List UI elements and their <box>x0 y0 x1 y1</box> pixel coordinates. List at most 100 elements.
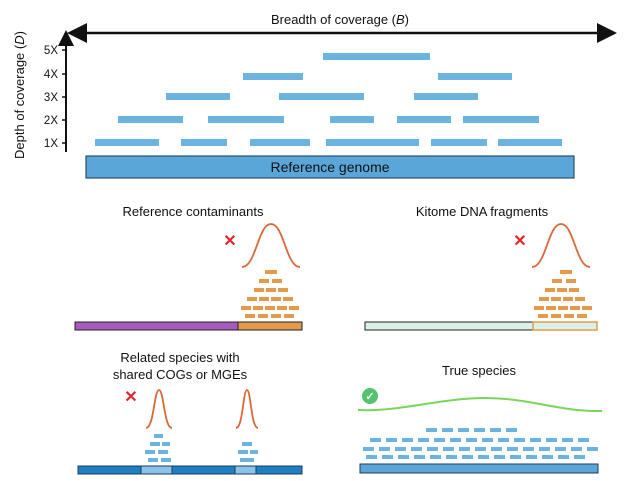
read-segment <box>542 455 553 459</box>
read-segment <box>278 288 288 292</box>
blue-read-stack <box>145 434 258 462</box>
read-segment <box>557 288 567 292</box>
read-segment <box>414 455 425 459</box>
read-segment <box>563 297 573 301</box>
read-segment <box>498 438 509 442</box>
read-segment <box>265 306 275 310</box>
read-segment <box>118 116 183 123</box>
read-segment <box>238 450 248 454</box>
true-species-genome-bar <box>359 463 599 474</box>
read-segment <box>566 279 576 283</box>
read-segment <box>571 447 582 451</box>
read-segment <box>530 438 541 442</box>
reference-genome-rect <box>85 155 575 179</box>
read-segment <box>474 428 485 432</box>
read-segment <box>326 139 419 146</box>
shared-region-highlight <box>140 465 173 475</box>
read-segment <box>398 455 409 459</box>
contaminated-region-bar <box>237 321 303 331</box>
read-segment <box>539 297 549 301</box>
tick-label-3x: 3X <box>44 92 58 104</box>
check-mark: ✓ <box>365 391 374 403</box>
panel-title: Kitome DNA fragments <box>416 204 549 219</box>
panel-title-line-2: shared COGs or MGEs <box>113 367 248 382</box>
read-segment <box>323 53 430 60</box>
green-distribution-curve <box>357 396 603 413</box>
green-check-icon: ✓ <box>362 388 378 404</box>
kitome-genome-bar <box>364 321 534 331</box>
read-segment <box>277 306 287 310</box>
panel-title: Reference contaminants <box>123 204 264 219</box>
read-segment <box>555 447 566 451</box>
read-segment <box>478 455 489 459</box>
read-segment <box>534 306 544 310</box>
orange-distribution-curve <box>241 223 301 268</box>
tick-label-2x: 2X <box>44 115 58 127</box>
orange-read-stack <box>241 270 299 318</box>
read-segment <box>551 314 561 318</box>
read-segment <box>397 116 451 123</box>
read-segment <box>330 116 374 123</box>
read-segment <box>577 314 587 318</box>
shared-region-highlight <box>234 465 257 475</box>
read-segment <box>498 139 562 146</box>
read-segment <box>411 447 422 451</box>
read-segment <box>558 306 568 310</box>
read-segment <box>510 455 521 459</box>
read-segment <box>271 297 281 301</box>
read-segment <box>430 455 441 459</box>
read-segment <box>162 442 170 446</box>
read-segment <box>266 288 276 292</box>
read-segment <box>446 455 457 459</box>
read-segment <box>161 458 171 462</box>
read-segment <box>463 116 539 123</box>
read-segment <box>272 279 282 283</box>
read-segment <box>366 455 377 459</box>
read-segment <box>145 450 155 454</box>
read-segment <box>259 279 269 283</box>
read-segment <box>265 270 277 274</box>
read-segment <box>418 438 429 442</box>
read-segment <box>271 314 281 318</box>
read-segment <box>560 270 572 274</box>
orange-distribution-curve <box>145 389 173 429</box>
read-segment <box>458 428 469 432</box>
read-segment <box>514 438 525 442</box>
read-segment <box>546 306 556 310</box>
read-segment <box>250 139 310 146</box>
read-segment <box>279 93 364 100</box>
read-segment <box>434 438 445 442</box>
read-segment <box>208 116 284 123</box>
read-segment <box>546 438 557 442</box>
read-segment <box>431 139 487 146</box>
panel-true-species: True species ✓ <box>357 363 603 474</box>
read-segment <box>506 428 517 432</box>
read-segment <box>587 447 598 451</box>
panel-related-species: Related species with shared COGs or MGEs… <box>77 350 303 475</box>
read-segment <box>284 314 294 318</box>
read-segment <box>450 438 461 442</box>
stacked-reads <box>95 53 562 146</box>
read-segment <box>240 458 254 462</box>
read-segment <box>491 447 502 451</box>
read-segment <box>438 73 512 80</box>
read-segment <box>148 458 158 462</box>
read-segment <box>562 438 573 442</box>
tick-label-5x: 5X <box>44 45 58 57</box>
read-segment <box>254 288 264 292</box>
read-segment <box>259 297 269 301</box>
contaminant-genome-bar <box>74 321 239 331</box>
read-segment <box>569 288 579 292</box>
read-segment <box>253 306 263 310</box>
breadth-of-coverage-label: Breadth of coverage (B) <box>271 12 409 27</box>
tick-label-1x: 1X <box>44 138 58 150</box>
read-segment <box>570 306 580 310</box>
read-segment <box>443 447 454 451</box>
read-segment <box>258 314 268 318</box>
red-cross-icon: ✕ <box>513 233 526 250</box>
read-segment <box>242 442 252 446</box>
read-segment <box>250 450 258 454</box>
blue-read-stack <box>363 428 598 459</box>
red-cross-icon: ✕ <box>223 233 236 250</box>
